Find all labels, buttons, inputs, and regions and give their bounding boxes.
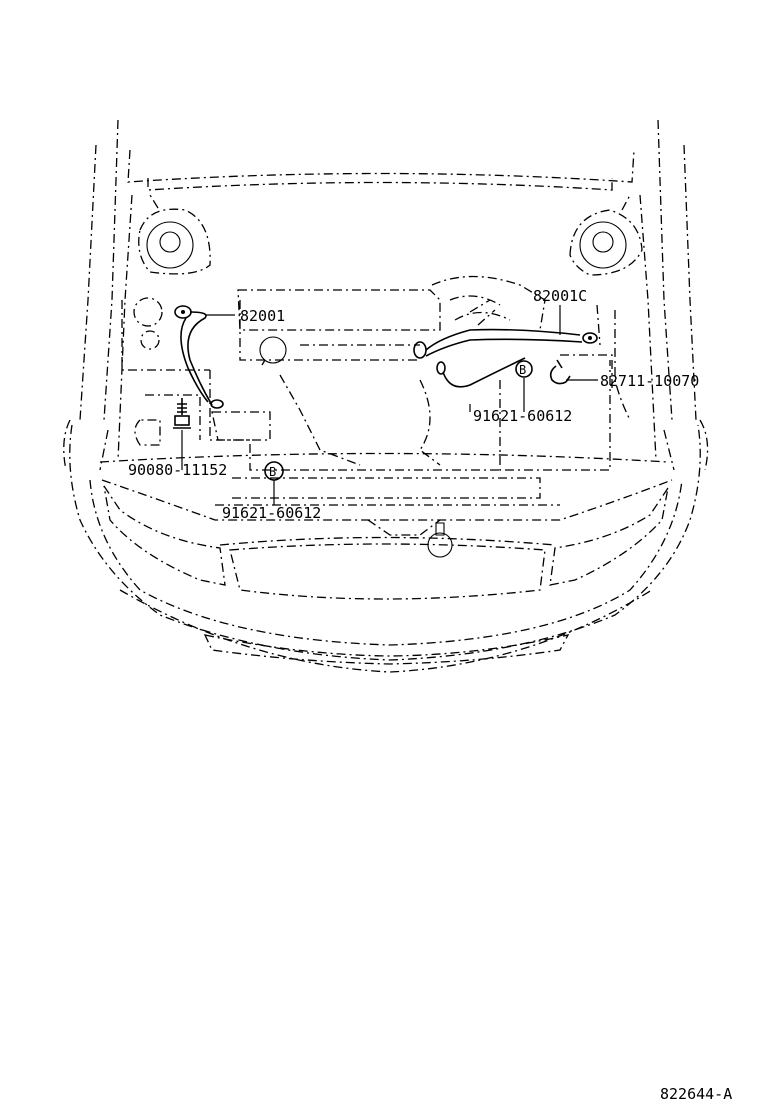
ground-strap-right: [413, 328, 598, 359]
callout-82001C: 82001C: [533, 287, 587, 305]
marker-b-lower-letter: B: [269, 465, 276, 479]
marker-b-lower: B: [264, 461, 284, 481]
inner-fenders: [99, 194, 675, 471]
battery-cable: [436, 357, 526, 388]
clamp-82711: [549, 359, 571, 385]
engine-components: [121, 275, 631, 471]
marker-b-upper-letter: B: [519, 363, 526, 377]
callout-91621-60612-upper: 91621-60612: [473, 407, 572, 425]
bolt-90080: [173, 398, 191, 429]
callout-82711-10070: 82711-10070: [600, 372, 699, 390]
front-bumper-grille: [63, 419, 709, 673]
callout-91621-60612-lower: 91621-60612: [222, 504, 321, 522]
leader-lines: [181, 305, 598, 505]
callout-90080-11152: 90080-11152: [128, 461, 227, 479]
ground-strap-left: [174, 305, 224, 409]
hood-outline: [79, 119, 697, 421]
figure-code: 822644-A: [660, 1085, 732, 1103]
strut-tower-left: [138, 194, 211, 275]
callout-82001: 82001: [240, 307, 285, 325]
strut-tower-right: [569, 194, 643, 276]
marker-b-upper: B: [515, 360, 533, 378]
